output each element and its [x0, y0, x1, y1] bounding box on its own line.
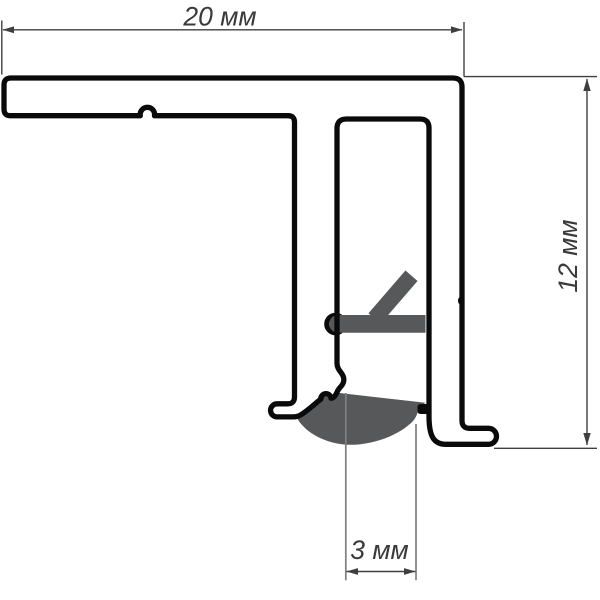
svg-text:3 мм: 3 мм: [350, 535, 408, 565]
svg-text:12 мм: 12 мм: [553, 219, 583, 292]
svg-text:20 мм: 20 мм: [182, 2, 256, 32]
